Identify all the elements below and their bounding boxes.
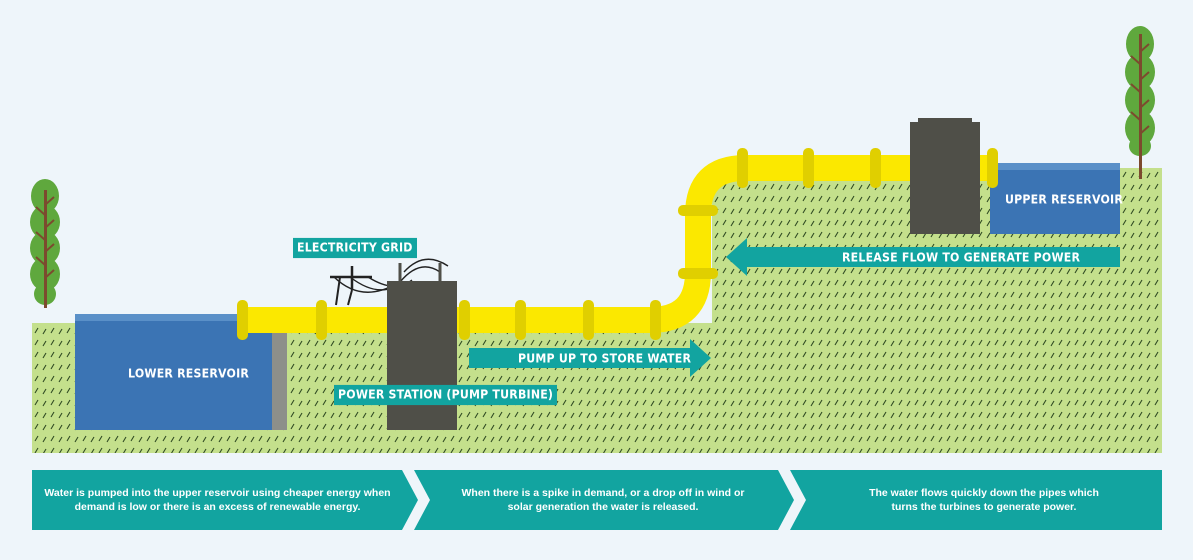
right-tree-icon bbox=[1125, 26, 1155, 179]
left-tree-icon bbox=[30, 179, 60, 308]
release-flow-label: RELEASE FLOW TO GENERATE POWER bbox=[842, 250, 1081, 265]
step-1-text: Water is pumped into the upper reservoir… bbox=[44, 487, 391, 513]
penstock-pipe bbox=[237, 148, 998, 340]
release-flow-arrow bbox=[726, 238, 1120, 276]
power-station-building bbox=[387, 281, 457, 430]
upper-reservoir-label: UPPER RESERVOIR bbox=[1005, 192, 1123, 207]
pump-up-label: PUMP UP TO STORE WATER bbox=[518, 351, 692, 366]
step-2-text: When there is a spike in demand, or a dr… bbox=[461, 487, 745, 513]
power-station-label: POWER STATION (PUMP TURBINE) bbox=[334, 384, 558, 406]
upper-turbine-house bbox=[910, 118, 980, 234]
lower-reservoir-label: LOWER RESERVOIR bbox=[128, 366, 250, 381]
step-3-text: The water flows quickly down the pipes w… bbox=[869, 487, 1099, 513]
ground bbox=[32, 168, 1162, 453]
steps-banner bbox=[32, 470, 1162, 530]
upper-reservoir bbox=[990, 163, 1120, 234]
pump-up-arrow bbox=[469, 339, 711, 377]
electricity-grid-label: ELECTRICITY GRID bbox=[293, 237, 417, 259]
